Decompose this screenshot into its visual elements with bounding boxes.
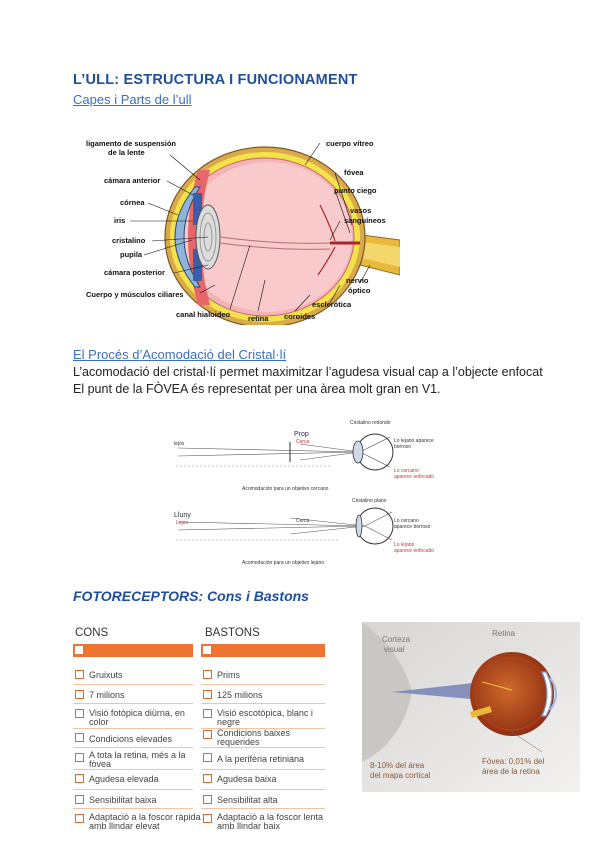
bastons-cell: 125 milions (217, 690, 263, 700)
label-nervio-1: nervio (346, 276, 369, 285)
label-camara-anterior: cámara anterior (104, 176, 160, 185)
accom-top-cristalino: Cristalino redondo (350, 420, 391, 426)
checkbox[interactable] (203, 690, 212, 699)
checkbox[interactable] (203, 774, 212, 783)
table-header-cons: CONS (75, 627, 108, 639)
cons-cell: fòvea (89, 759, 111, 769)
cons-cell: Sensibilitat baixa (89, 795, 157, 805)
accom-top-lejos: lejos (174, 441, 185, 447)
checkbox[interactable] (203, 730, 212, 739)
label-cuerpo-vitreo: cuerpo vítreo (326, 139, 374, 148)
accom-bot-r2b: aparece enfocado (394, 548, 434, 554)
accom-bot-r1b: aparece borroso (394, 524, 431, 530)
label-iris: iris (114, 216, 125, 225)
bastons-cell: A la perifèria retiniana (217, 754, 304, 764)
label-punto-ciego: punto ciego (334, 186, 377, 195)
label-canal-hialoideo: canal hialoideo (176, 310, 231, 319)
table-header-bastons: BASTONS (205, 627, 260, 639)
link-capes-parts[interactable]: Capes i Parts de l’ull (73, 92, 192, 107)
bastons-cell: Agudesa baixa (217, 774, 277, 784)
label-coroides: coroides (284, 312, 315, 321)
bastons-cell: requerides (217, 737, 260, 747)
label-cornea: córnea (120, 198, 145, 207)
checkbox[interactable] (75, 670, 84, 679)
checkbox[interactable] (75, 795, 84, 804)
checkbox[interactable] (203, 795, 212, 804)
paragraph-fovea: El punt de la FÒVEA és representat per u… (73, 381, 441, 397)
label-ligamento-2: de la lente (108, 148, 145, 157)
checkbox[interactable] (203, 709, 212, 718)
cons-cell: amb llindar elevat (89, 821, 160, 831)
checkbox[interactable] (203, 646, 211, 654)
right-caption-1: Fóvea: 0,01% del (482, 757, 544, 766)
bastons-header-bar (201, 644, 325, 657)
retina-label: Retina (492, 629, 516, 638)
bastons-cell: negre (217, 717, 240, 727)
cons-header-bar (73, 644, 193, 657)
cons-cell: Gruixuts (89, 670, 123, 680)
paragraph-acomodacio: L’acomodació del cristal·lí permet maxim… (73, 364, 543, 380)
accom-top-r2b: aparece enfocado (394, 474, 434, 480)
checkbox[interactable] (75, 709, 84, 718)
accom-bot-lejos: Lejos (176, 520, 188, 526)
checkbox[interactable] (75, 733, 84, 742)
left-caption-1: 8-10% del área (370, 761, 425, 770)
cons-cell: Agudesa elevada (89, 774, 159, 784)
bastons-cell: Sensibilitat alta (217, 795, 278, 805)
checkbox[interactable] (75, 774, 84, 783)
section-title-fotoreceptors: FOTORECEPTORS: Cons i Bastons (73, 588, 309, 604)
checkbox[interactable] (75, 814, 84, 823)
accom-bot-caption: Acomodación para un objetivo lejano (242, 560, 324, 566)
accommodation-diagram: lejos Prop Cerca Cristalino redondo Lo l… (170, 412, 440, 572)
eye-anatomy-diagram: ligamento de suspensión de la lente cáma… (80, 125, 400, 325)
bastons-cell: amb llindar baix (217, 821, 280, 831)
accom-top-cerca: Cerca (296, 439, 310, 445)
checkbox[interactable] (75, 690, 84, 699)
cons-cell: 7 milions (89, 690, 125, 700)
cortex-label-1: Corteza (382, 635, 411, 644)
label-ligamento-1: ligamento de suspensión (86, 139, 176, 148)
checkbox[interactable] (203, 753, 212, 762)
cons-cell: Condicions elevades (89, 734, 172, 744)
accom-bot-lluny: Lluny (174, 512, 191, 519)
checkbox[interactable] (203, 670, 212, 679)
cortex-retina-figure: Corteza visual Retina 8-10% del área del… (362, 622, 580, 792)
cons-cell: color (89, 717, 109, 727)
label-camara-posterior: cámara posterior (104, 268, 165, 277)
label-vasos-1: vasos (350, 206, 371, 215)
checkbox[interactable] (75, 646, 83, 654)
link-proces-acomodacio[interactable]: El Procés d’Acomodació del Cristal·lí (73, 347, 286, 362)
label-fovea: fóvea (344, 168, 364, 177)
accom-top-prop: Prop (294, 431, 309, 438)
bastons-cell: Prims (217, 670, 240, 680)
label-pupila: pupila (120, 250, 143, 259)
label-retina: retina (248, 314, 269, 323)
label-cristalino: cristalino (112, 236, 146, 245)
accom-top-caption: Acomodación para un objetivo cercano (242, 486, 329, 492)
checkbox[interactable] (203, 814, 212, 823)
label-vasos-2: sanguíneos (344, 216, 386, 225)
right-caption-2: área de la retina (482, 767, 540, 776)
page-title: L’ULL: ESTRUCTURA I FUNCIONAMENT (73, 72, 358, 88)
left-caption-2: del mapa cortical (370, 771, 431, 780)
checkbox[interactable] (75, 753, 84, 762)
accom-top-r1b: borroso (394, 444, 411, 450)
label-cuerpo-musculos: Cuerpo y músculos ciliares (86, 290, 184, 299)
accom-bot-cristalino: Cristalino plano (352, 498, 387, 504)
label-nervio-2: óptico (348, 286, 371, 295)
label-esclerotica: esclerótica (312, 300, 352, 309)
cortex-label-2: visual (384, 645, 405, 654)
accom-bot-cerca: Cerca (296, 518, 310, 524)
